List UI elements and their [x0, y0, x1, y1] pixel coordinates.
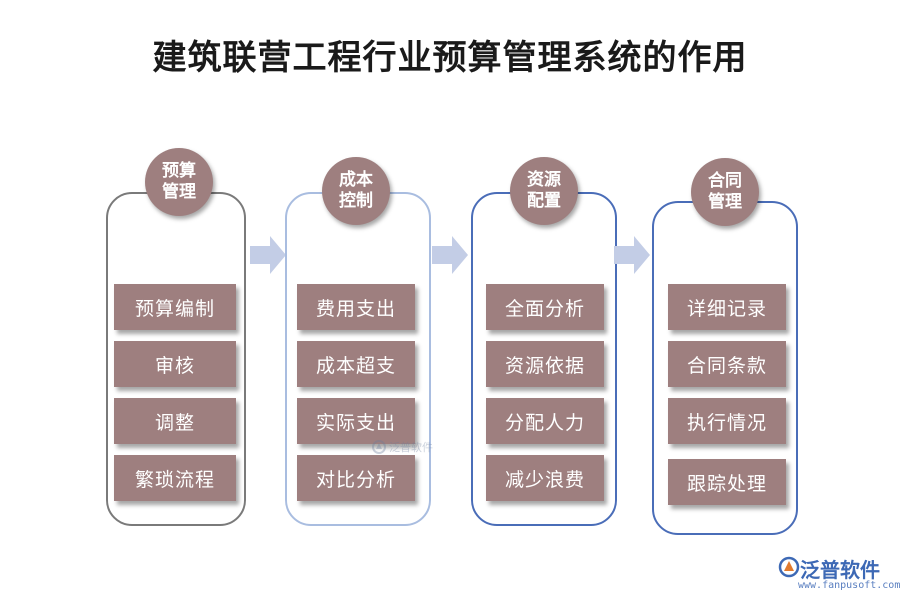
- logo-mark-icon: [372, 440, 386, 454]
- item-budget-compile: 预算编制: [114, 284, 236, 330]
- heading-text: 预算管理: [162, 161, 196, 202]
- brand-name: 泛普软件: [800, 558, 880, 582]
- item-expense: 费用支出: [297, 284, 415, 330]
- heading-text: 合同管理: [708, 171, 742, 212]
- watermark: 泛普软件: [372, 436, 442, 458]
- item-allocate-manpower: 分配人力: [486, 398, 604, 444]
- item-actual-expense: 实际支出: [297, 398, 415, 444]
- item-resource-basis: 资源依据: [486, 341, 604, 387]
- arrow-right-icon: [432, 236, 468, 274]
- circle-heading-budget-management: 预算管理: [145, 148, 213, 216]
- item-adjust: 调整: [114, 398, 236, 444]
- heading-text: 成本控制: [339, 170, 373, 211]
- item-tracking-processing: 跟踪处理: [668, 459, 786, 505]
- arrow-right-icon: [614, 236, 650, 274]
- circle-heading-resource-allocation: 资源配置: [510, 157, 578, 225]
- item-detailed-record: 详细记录: [668, 284, 786, 330]
- circle-heading-contract-management: 合同管理: [691, 158, 759, 226]
- item-review: 审核: [114, 341, 236, 387]
- item-tedious-process: 繁琐流程: [114, 455, 236, 501]
- circle-heading-cost-control: 成本控制: [322, 157, 390, 225]
- item-comprehensive-analysis: 全面分析: [486, 284, 604, 330]
- item-reduce-waste: 减少浪费: [486, 455, 604, 501]
- item-execution-status: 执行情况: [668, 398, 786, 444]
- arrow-right-icon: [250, 236, 286, 274]
- heading-text: 资源配置: [527, 170, 561, 211]
- item-comparative-analysis: 对比分析: [297, 455, 415, 501]
- brand-logo: 泛普软件 www.fanpusoft.com: [778, 552, 900, 596]
- item-contract-terms: 合同条款: [668, 341, 786, 387]
- page-title: 建筑联营工程行业预算管理系统的作用: [152, 38, 748, 78]
- brand-logo-icon: [778, 556, 800, 578]
- watermark-text: 泛普软件: [389, 441, 433, 454]
- brand-url: www.fanpusoft.com: [798, 580, 900, 591]
- item-cost-overrun: 成本超支: [297, 341, 415, 387]
